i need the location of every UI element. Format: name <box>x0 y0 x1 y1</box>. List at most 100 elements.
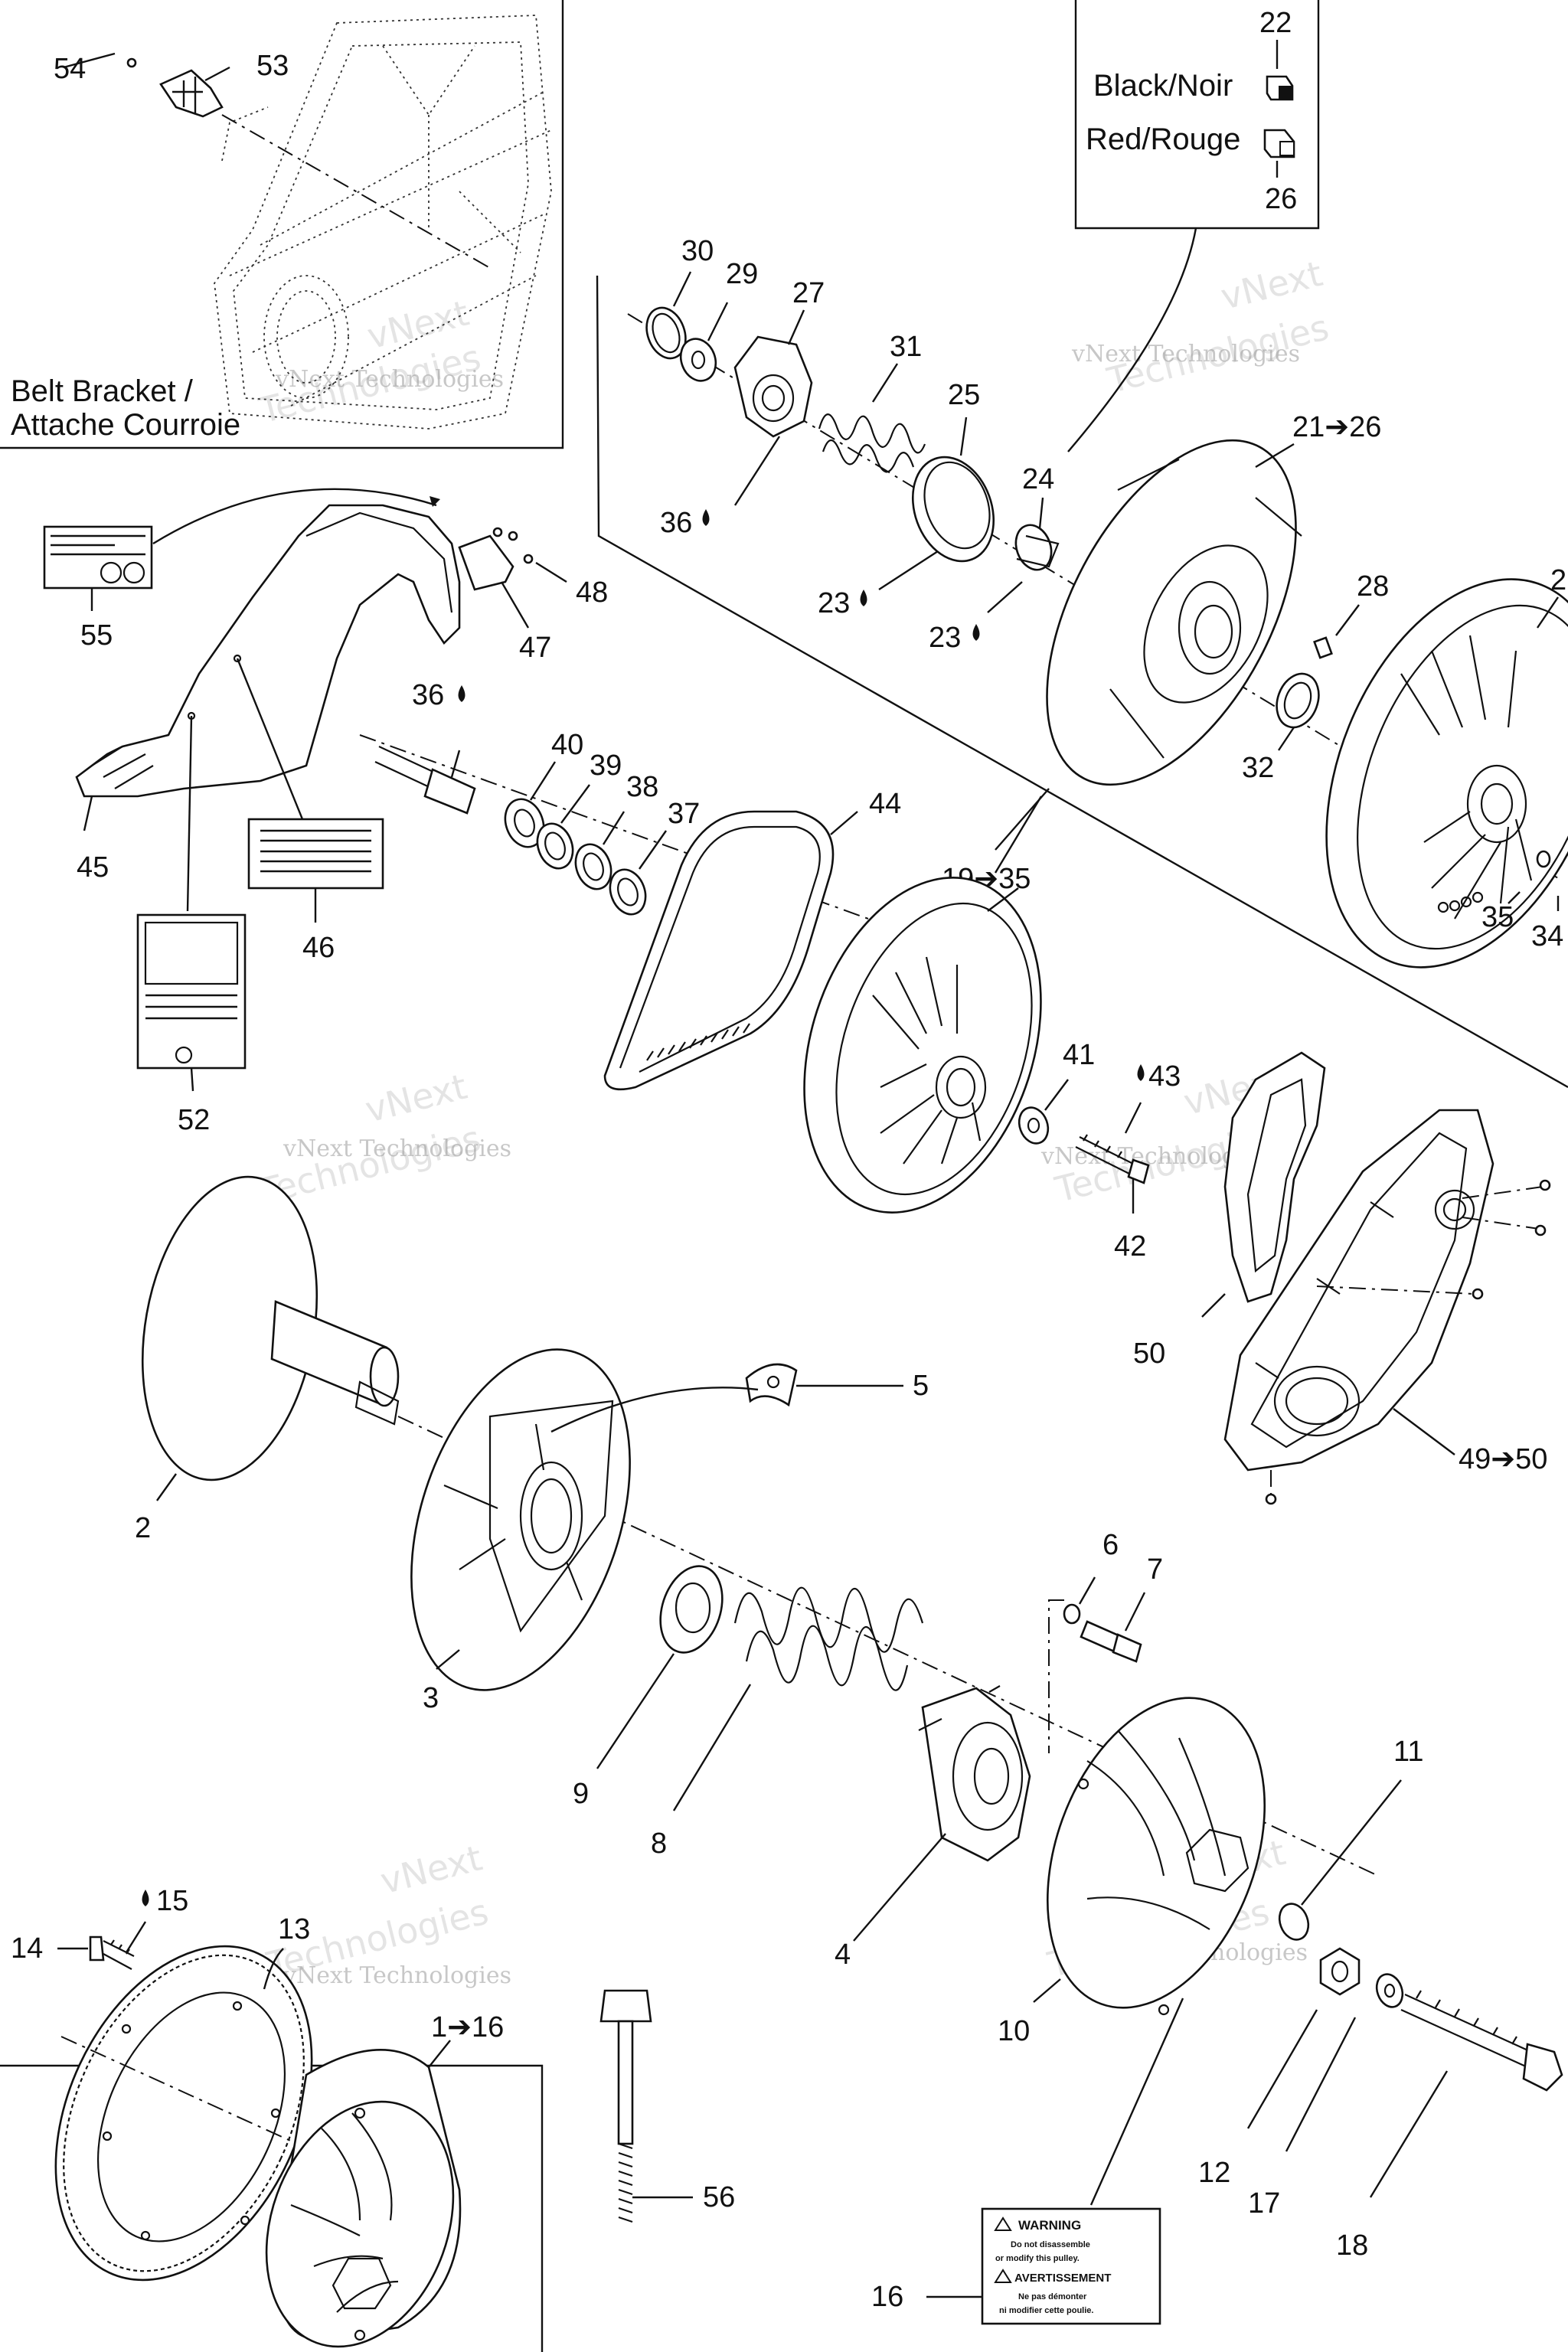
callout-23a: 23 <box>818 587 850 619</box>
callout-40: 40 <box>551 729 583 761</box>
inset-caption-line1: Belt Bracket / <box>11 374 194 408</box>
callout-52: 52 <box>178 1104 210 1136</box>
drop-icon <box>702 509 710 526</box>
callout-13: 13 <box>278 1913 310 1945</box>
decal-52: 52 <box>136 913 247 1136</box>
callout-12: 12 <box>1198 2157 1230 2189</box>
part-3-sliding-half: 3 <box>410 1348 631 1714</box>
part-50-cover-seal: 50 <box>1133 1051 1326 1370</box>
callout-35: 35 <box>1481 901 1514 933</box>
callout-28: 28 <box>1357 570 1389 603</box>
black-noir-label: Black/Noir <box>1093 69 1233 103</box>
part-8-spring: 8 <box>651 1586 924 1860</box>
part-20-fixed-sheave: 2 <box>1325 564 1568 969</box>
callout-20: 2 <box>1550 564 1566 596</box>
part-11-washer: 11 <box>1278 1736 1423 1941</box>
watermark-text: vNext Technologies <box>275 366 504 393</box>
callout-41: 41 <box>1063 1039 1095 1071</box>
callout-7: 7 <box>1147 1553 1163 1586</box>
shaft-washers-belt-group: 36 40 39 38 37 <box>359 679 1181 1263</box>
decal-16: WARNING Do not disassemble or modify thi… <box>871 1998 1184 2325</box>
drop-icon <box>972 624 980 641</box>
red-rouge-label: Red/Rouge <box>1086 122 1240 156</box>
part-37-washer: 37 <box>609 798 700 916</box>
watermark-vnext: vNext <box>361 1066 471 1131</box>
cvt-cover-group: 50 49➔50 <box>1133 1051 1551 1505</box>
part-18-bolt: 18 <box>1336 1990 1563 2262</box>
drive-pulley-group: 2 3 5 9 <box>135 1175 1563 2325</box>
callout-42: 42 <box>1114 1230 1146 1263</box>
callout-10: 10 <box>998 2015 1030 2047</box>
callout-30: 30 <box>681 235 714 267</box>
part-12-nut: 12 <box>1198 1947 1361 2189</box>
callout-25: 25 <box>948 379 980 411</box>
callout-31: 31 <box>890 331 922 363</box>
part-41-washer: 41 <box>1018 1039 1095 1145</box>
callout-8: 8 <box>651 1828 667 1860</box>
weight-red-icon <box>1263 129 1295 158</box>
weight-black-icon <box>1266 75 1294 101</box>
callout-22: 22 <box>1259 7 1292 39</box>
part-4-cup: 4 <box>835 1685 1031 1971</box>
belt-guard-group: 45 47 48 55 <box>43 488 608 1136</box>
drop-icon <box>458 685 466 702</box>
callout-2: 2 <box>135 1512 151 1544</box>
callout-45: 45 <box>77 851 109 884</box>
callout-56: 56 <box>703 2181 735 2213</box>
drop-icon <box>1137 1064 1145 1081</box>
watermark-text: vNext Technologies <box>1071 341 1300 368</box>
callout-17: 17 <box>1248 2187 1280 2220</box>
callout-14: 14 <box>11 1932 43 1965</box>
callout-38: 38 <box>626 771 658 803</box>
callout-32: 32 <box>1242 752 1274 784</box>
decal-avert-text2: ni modifier cette poulie. <box>999 2306 1093 2315</box>
callout-50: 50 <box>1133 1338 1165 1370</box>
callout-43: 43 <box>1148 1060 1181 1093</box>
callout-15: 15 <box>156 1885 188 1917</box>
watermark-text: vNext Technologies <box>283 1135 511 1162</box>
callout-49: 49➔50 <box>1459 1443 1547 1475</box>
part-38-washer: 38 <box>574 771 658 890</box>
color-variant-inset: 22 Black/Noir Red/Rouge 26 <box>1067 7 1297 452</box>
decal-warning-text1: Do not disassemble <box>1011 2240 1090 2249</box>
part-32-washer: 32 <box>1242 672 1320 784</box>
callout-46: 46 <box>302 932 335 964</box>
part-14-screw: 14 15 <box>11 1885 188 1970</box>
callout-4: 4 <box>835 1939 851 1971</box>
part-28-key: 28 <box>1313 570 1389 659</box>
driven-pulley-group: 30 29 27 31 25 <box>596 235 1568 1089</box>
callout-36a: 36 <box>660 507 692 539</box>
part-40-washer: 40 <box>504 729 583 848</box>
callout-18: 18 <box>1336 2230 1368 2262</box>
belt-bracket-part <box>126 57 491 269</box>
callout-24: 24 <box>1022 463 1054 495</box>
callout-26: 26 <box>1265 183 1297 215</box>
callout-54: 54 <box>54 53 86 85</box>
decal-46: 46 <box>247 818 384 964</box>
watermark-vnext: vNext <box>1217 253 1326 318</box>
part-1-drive-pulley-assembly: 1➔16 <box>265 2011 504 2348</box>
decal-avert-text1: Ne pas démonter <box>1018 2292 1087 2301</box>
drive-pulley-assembly-inset: 13 14 15 1➔16 <box>11 1885 504 2348</box>
part-5-slider: 5 <box>550 1363 929 1433</box>
callout-11: 11 <box>1393 1736 1423 1768</box>
part-47-bracket: 47 <box>458 527 551 664</box>
decal-avertissement-title: AVERTISSEMENT <box>1014 2272 1111 2285</box>
callout-3: 3 <box>423 1682 439 1714</box>
part-2-fixed-half: 2 <box>135 1175 400 1544</box>
callout-53: 53 <box>256 50 289 82</box>
callout-29: 29 <box>726 258 758 290</box>
part-39-washer: 39 <box>536 750 622 870</box>
callout-55: 55 <box>80 619 113 652</box>
callout-16: 16 <box>871 2281 903 2313</box>
part-21-sliding-sheave: 21➔26 <box>1046 411 1381 786</box>
drop-icon <box>860 590 867 606</box>
drop-icon <box>142 1890 149 1906</box>
callout-44: 44 <box>869 788 901 820</box>
part-30-circlip: 30 <box>645 235 714 360</box>
callout-48: 48 <box>576 577 608 609</box>
callout-1: 1➔16 <box>431 2011 504 2043</box>
callout-47: 47 <box>519 632 551 664</box>
callout-6: 6 <box>1102 1529 1119 1561</box>
